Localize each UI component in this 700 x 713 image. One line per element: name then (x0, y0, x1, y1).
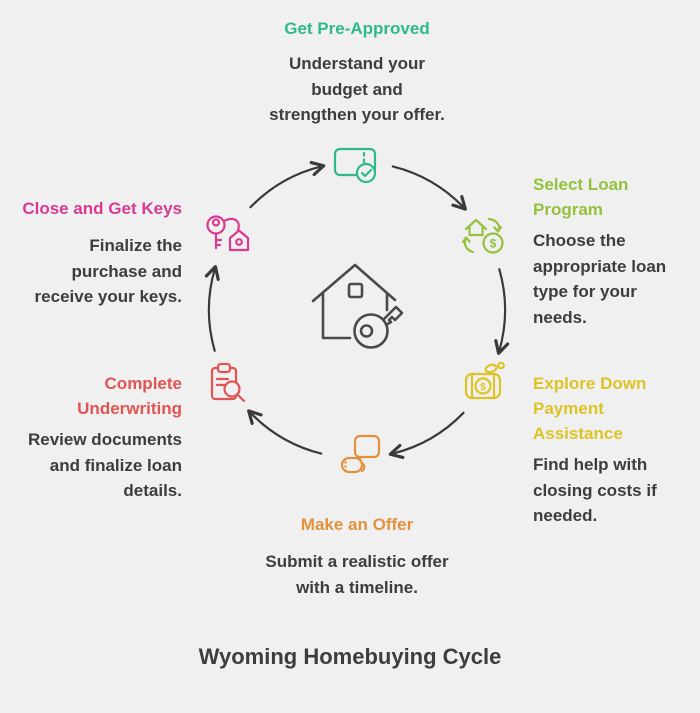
arrow-arc-left-to-top (249, 160, 326, 209)
step-close-and-get-keys: Close and Get Keys Finalize the purchase… (6, 196, 182, 310)
step-label: Explore Down Payment Assistance (533, 374, 647, 443)
step-description: Submit a realistic offer with a timeline… (265, 552, 449, 597)
cycle-arrows (204, 160, 510, 460)
arrow-arc-right-to-bottom (388, 411, 465, 460)
clipboard-search-icon (210, 362, 246, 403)
step-explore-down-payment-assistance: Explore Down Payment Assistance Find hel… (533, 371, 697, 529)
dollar-glyph: $ (480, 382, 486, 393)
step-description: Review documents and finalize loan detai… (28, 430, 182, 500)
arrow-arc-bottom-to-left (247, 409, 323, 455)
step-complete-underwriting: Complete Underwriting Review documents a… (6, 371, 182, 504)
hand-offer-icon (340, 434, 381, 474)
arrow-arc-right (494, 268, 510, 355)
step-make-an-offer: Make an Offer Submit a realistic offer w… (160, 512, 554, 600)
diagram-title: Wyoming Homebuying Cycle (198, 644, 502, 669)
step-label: Complete Underwriting (77, 374, 182, 418)
step-description: Finalize the purchase and receive your k… (34, 236, 182, 306)
arrow-arc-left (204, 265, 220, 352)
step-select-loan-program: Select Loan Program Choose the appropria… (533, 172, 697, 330)
step-label: Select Loan Program (533, 175, 629, 219)
arrow-arc-top-to-right (391, 165, 467, 211)
house-with-key-icon (311, 263, 404, 349)
step-label: Close and Get Keys (22, 199, 182, 218)
step-label: Make an Offer (300, 515, 414, 534)
key-house-tag-icon (206, 215, 250, 252)
step-description: Understand your budget and strengthen yo… (269, 54, 445, 124)
dollar-glyph: $ (490, 237, 497, 251)
step-label: Get Pre-Approved (284, 19, 430, 38)
ticket-check-icon (333, 147, 377, 184)
money-box-icon: $ (464, 361, 505, 400)
house-dollar-exchange-icon: $ (461, 217, 504, 254)
step-description: Choose the appropriate loan type for you… (533, 231, 667, 327)
step-get-pre-approved: Get Pre-Approved Understand your budget … (160, 16, 554, 128)
step-description: Find help with closing costs if needed. (533, 455, 657, 525)
